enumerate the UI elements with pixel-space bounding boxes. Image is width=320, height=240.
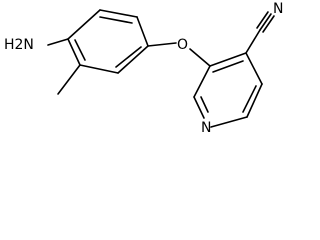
nitrile-triple-3 xyxy=(256,11,269,29)
molecule-canvas: H2N O N N xyxy=(4,1,283,136)
aniline-ring xyxy=(67,9,149,74)
amine-label: H2N xyxy=(4,37,34,53)
bond xyxy=(245,52,263,85)
ether-oxygen-label: O xyxy=(177,37,188,53)
nitrile-triple-1 xyxy=(259,13,272,31)
nitrile-nitrogen-label: N xyxy=(273,1,283,17)
methyl-bond xyxy=(57,64,81,95)
structure-diagram: H2N O N N xyxy=(4,1,283,136)
bond xyxy=(136,16,149,47)
double-bond xyxy=(74,39,86,61)
bond xyxy=(99,9,138,18)
double-bond xyxy=(200,96,209,113)
pyridine-ring xyxy=(193,52,263,128)
bond xyxy=(117,45,149,74)
double-bond xyxy=(242,85,257,113)
ether-bond-right xyxy=(189,48,211,67)
pyridine-nitrogen-label: N xyxy=(201,120,211,136)
double-bond xyxy=(212,60,244,73)
nitrile-stem xyxy=(245,29,261,54)
bond xyxy=(209,52,247,67)
double-bond xyxy=(115,46,142,68)
nitrile-triple-2 xyxy=(262,15,275,33)
bond xyxy=(193,96,205,119)
bond xyxy=(67,9,101,40)
ether-bond-left xyxy=(147,42,177,47)
bond xyxy=(246,83,263,118)
bond xyxy=(79,64,119,74)
bond xyxy=(210,116,248,128)
bond xyxy=(67,38,81,66)
double-bond xyxy=(99,16,133,24)
amine-bond xyxy=(47,38,69,46)
bond xyxy=(193,65,211,98)
